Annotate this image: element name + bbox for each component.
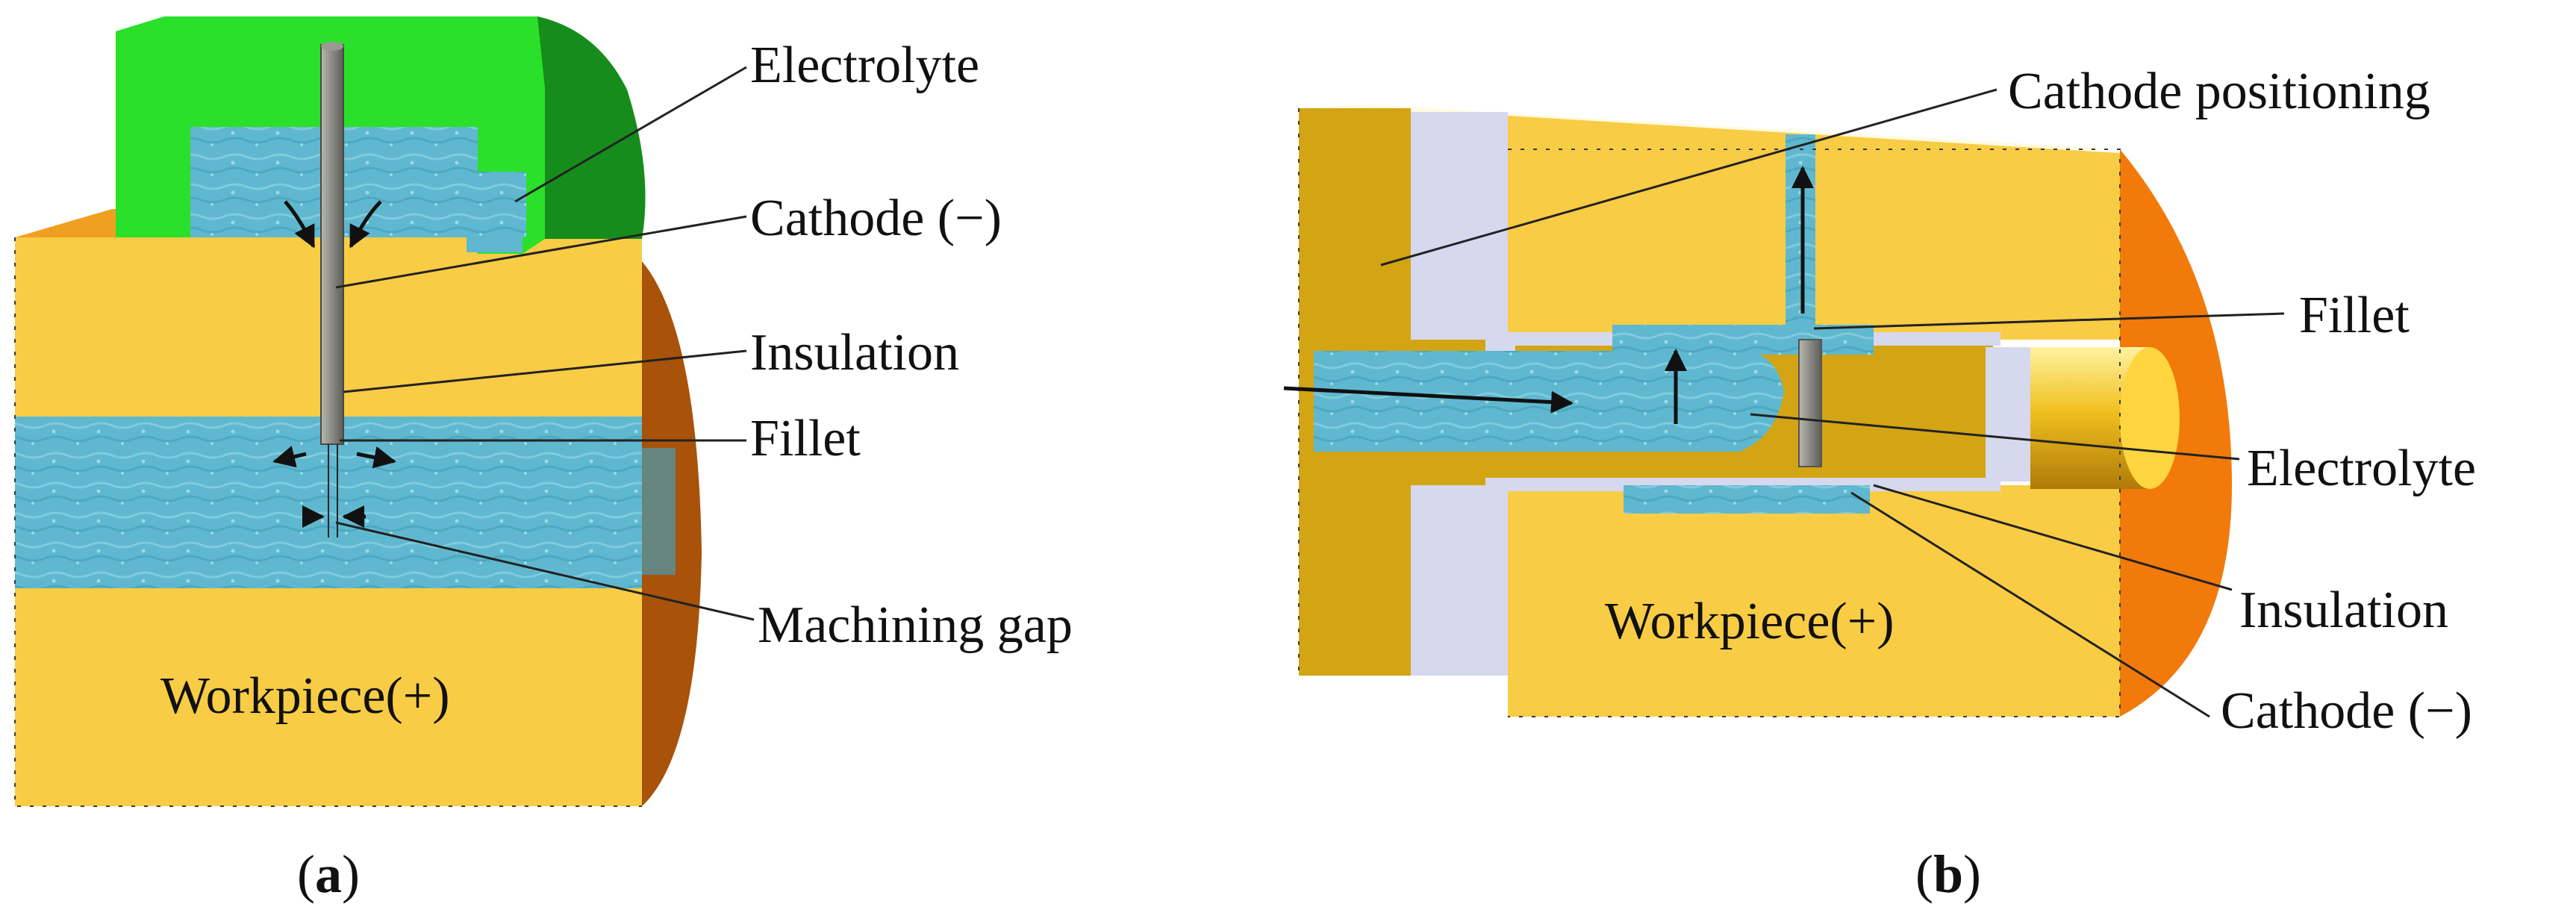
- flow-arrows-b: [1283, 166, 1814, 424]
- label-workpiece-a: Workpiece(+): [160, 667, 450, 725]
- workpiece-b-body: [1298, 105, 2232, 717]
- label-machining-gap-a: Machining gap: [758, 596, 1073, 654]
- caption-b: (b): [1915, 844, 1981, 904]
- caption-a-close: ): [342, 844, 360, 904]
- labels-a: Electrolyte Cathode (−) Insulation Fille…: [160, 37, 1073, 725]
- electrolyte-holder-a: [116, 16, 646, 254]
- label-electrolyte-a: Electrolyte: [750, 37, 979, 94]
- label-insulation-b: Insulation: [2239, 582, 2448, 639]
- caption-a: (a): [297, 844, 360, 904]
- panel-b: Cathode positioning Fillet Electrolyte I…: [1283, 63, 2476, 904]
- label-cathode-b: Cathode (−): [2221, 682, 2472, 740]
- label-cathode-positioning-b: Cathode positioning: [2008, 63, 2430, 120]
- cathode-a: [320, 42, 344, 537]
- label-workpiece-b: Workpiece(+): [1605, 593, 1894, 650]
- caption-b-letter: b: [1933, 844, 1963, 904]
- caption-a-open: (: [297, 844, 315, 904]
- labels-b: Cathode positioning Fillet Electrolyte I…: [1605, 63, 2476, 740]
- label-fillet-b: Fillet: [2299, 287, 2410, 344]
- caption-a-letter: a: [315, 844, 342, 904]
- label-electrolyte-b: Electrolyte: [2247, 440, 2476, 497]
- caption-b-close: ): [1963, 844, 1981, 904]
- leader-lines-b: [1380, 88, 2285, 718]
- caption-b-open: (: [1915, 844, 1933, 904]
- label-fillet-a: Fillet: [750, 410, 861, 467]
- panel-a: Electrolyte Cathode (−) Insulation Fille…: [14, 16, 1073, 904]
- label-insulation-a: Insulation: [750, 324, 959, 381]
- flow-arrows-a: [272, 200, 396, 528]
- leader-lines-a: [335, 66, 755, 621]
- label-cathode-a: Cathode (−): [750, 190, 1002, 247]
